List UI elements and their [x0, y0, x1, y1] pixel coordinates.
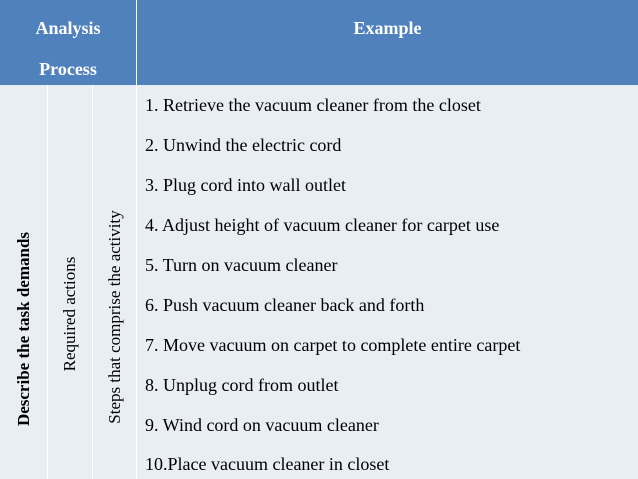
- list-item: 3. Plug cord into wall outlet: [145, 175, 346, 195]
- required-actions-label: Required actions: [60, 256, 79, 371]
- list-item: 4. Adjust height of vacuum cleaner for c…: [145, 215, 500, 235]
- list-item: 5. Turn on vacuum cleaner: [145, 255, 338, 275]
- list-item: 1. Retrieve the vacuum cleaner from the …: [145, 95, 481, 115]
- header-process-line2: Process: [39, 59, 97, 79]
- steps-label: Steps that comprise the activity: [104, 210, 124, 425]
- list-item: 7. Move vacuum on carpet to complete ent…: [145, 335, 521, 355]
- column-required-actions: Required actions: [48, 85, 93, 479]
- list-item: 2. Unwind the electric cord: [145, 135, 342, 155]
- column-task-demands: Describe the task demands: [0, 85, 48, 479]
- task-demands-label: Describe the task demands: [13, 232, 33, 427]
- list-item: 10.Place vacuum cleaner in closet: [145, 454, 390, 474]
- header-example: Example: [137, 0, 638, 85]
- list-item: 9. Wind cord on vacuum cleaner: [145, 415, 379, 435]
- header-process-line1: Analysis: [35, 18, 101, 38]
- steps-list: 1. Retrieve the vacuum cleaner from the …: [137, 85, 638, 479]
- header-analysis-process: Analysis Process: [0, 0, 137, 85]
- header-example-label: Example: [353, 18, 422, 38]
- list-item: 8. Unplug cord from outlet: [145, 375, 339, 395]
- column-steps: Steps that comprise the activity: [93, 85, 137, 479]
- table-body: [0, 85, 638, 479]
- list-item: 6. Push vacuum cleaner back and forth: [145, 295, 425, 315]
